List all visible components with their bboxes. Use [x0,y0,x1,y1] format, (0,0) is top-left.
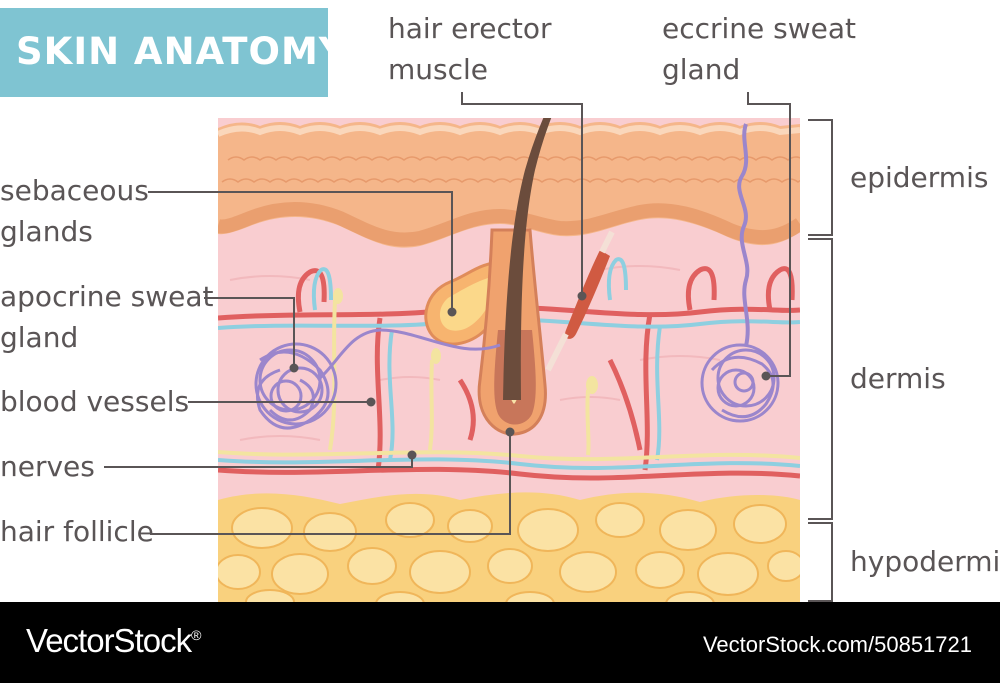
hair-shaft [503,118,552,400]
layer-brackets [808,119,833,602]
leader-line-sebaceous [148,191,453,312]
leader-line-apocrine [204,297,295,366]
label-hypodermis: hypodermis [850,545,1000,578]
label-hair-follicle: hair follicle [0,515,154,548]
footer-image-id: VectorStock.com/50851721 [702,632,972,657]
leader-line-eccrine [747,92,791,377]
apocrine-duct [318,328,501,380]
label-apocrine-sweat-gland: apocrine sweat gland [0,280,214,354]
label-eccrine-sweat-gland: eccrine sweat gland [662,12,857,86]
leader-line-hair-follicle [150,432,511,535]
diagram-title: SKIN ANATOMY [16,30,347,73]
footer-brand: VectorStock® [26,622,201,659]
leader-line-hair-erector [461,92,583,296]
bracket-hypodermis [808,522,833,602]
bracket-epidermis [808,119,833,236]
label-sebaceous-glands: sebaceous glands [0,174,149,248]
watermark-footer: VectorStock® VectorStock.com/50851721 [0,602,1000,683]
leader-dots [289,291,771,460]
epidermis-top-band [218,125,800,137]
hair-erector-muscle [565,250,610,339]
label-epidermis: epidermis [850,161,989,194]
apocrine-coil [254,342,338,430]
label-blood-vessels: blood vessels [0,385,190,418]
bracket-dermis [808,238,833,520]
eccrine-coil [700,343,780,423]
title-banner: SKIN ANATOMY [0,8,346,97]
epidermis-cells [221,156,800,183]
label-nerves: nerves [0,450,95,483]
eccrine-duct [737,123,750,347]
sebaceous-gland-core [439,276,495,331]
basal-layer [218,202,800,247]
label-dermis: dermis [850,362,946,395]
nerve-endings [333,288,598,394]
label-hair-erector-muscle: hair erector muscle [388,12,552,86]
